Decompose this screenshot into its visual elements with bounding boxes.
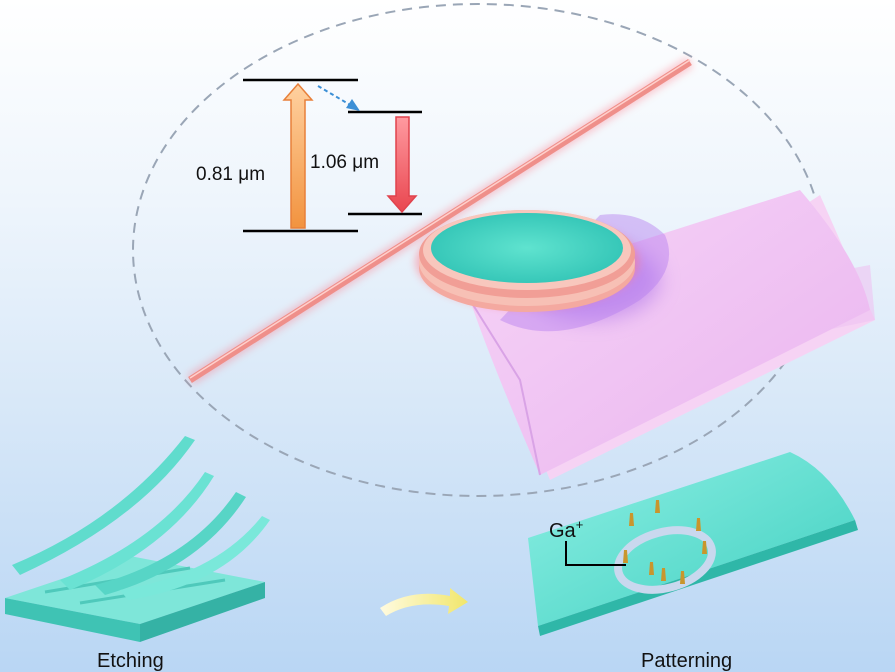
process-arrow: [380, 588, 468, 616]
emission-arrow: [386, 116, 418, 214]
etching-illustration: [5, 436, 270, 642]
etching-label: Etching: [97, 650, 164, 672]
pump-arrow: [282, 82, 314, 229]
ring-trench: [614, 526, 716, 594]
relaxation-dashed-arrow: [317, 85, 353, 107]
bus-waveguide: [186, 56, 694, 386]
patterning-label: Patterning: [641, 650, 732, 672]
microdisk-resonator: [415, 210, 639, 312]
ga-ion-label: Ga+: [549, 517, 583, 542]
emission-wavelength-label: 1.06 μm: [310, 152, 379, 173]
relaxation-arrowhead: [346, 99, 360, 111]
ion-label-leader: [565, 541, 626, 566]
pump-wavelength-label: 0.81 μm: [196, 164, 265, 185]
gallium-ion-beams: [623, 500, 707, 584]
energy-level-diagram: 0.81 μm 1.06 μm: [196, 78, 422, 233]
patterning-illustration: Ga+: [528, 452, 858, 636]
disk-top-face: [431, 213, 623, 283]
